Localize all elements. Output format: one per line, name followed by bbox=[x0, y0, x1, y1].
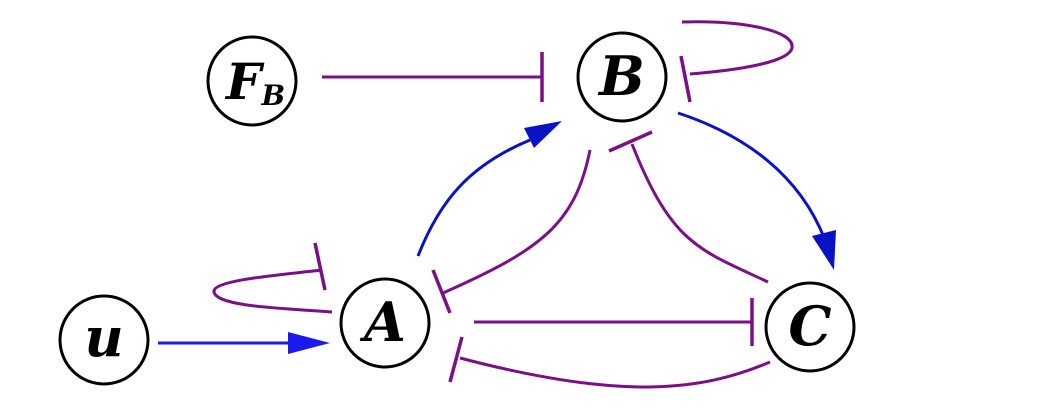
edge-b-activates-c bbox=[677, 111, 836, 270]
edge-a-activates-b bbox=[416, 121, 562, 257]
edge-fb-inhibits-b bbox=[322, 52, 544, 102]
edge-b-c-line bbox=[677, 111, 827, 241]
node-a-label: A bbox=[359, 290, 406, 354]
node-a-circle bbox=[339, 277, 431, 369]
node-fb-main: F bbox=[224, 52, 265, 111]
edge-a-self-bar bbox=[313, 242, 327, 291]
node-a: A bbox=[339, 277, 431, 369]
edge-a-b-line bbox=[416, 138, 531, 257]
edge-b-a-line bbox=[442, 149, 592, 295]
edge-c-b-line bbox=[630, 143, 769, 284]
node-fb-circle bbox=[206, 35, 298, 127]
edge-c-a-bar bbox=[448, 336, 464, 383]
node-c: C bbox=[764, 281, 856, 373]
edge-u-a-arrowhead bbox=[288, 332, 330, 354]
edge-c-inhibits-b bbox=[608, 130, 769, 284]
edge-u-activates-a bbox=[158, 332, 330, 354]
node-fb-subscript: B bbox=[261, 79, 286, 112]
edge-b-self-line bbox=[681, 20, 794, 76]
edge-c-b-bar bbox=[608, 130, 653, 153]
edge-c-a-line bbox=[459, 356, 771, 389]
node-c-circle bbox=[764, 281, 856, 373]
edge-b-inhibits-a bbox=[431, 149, 592, 314]
edge-b-self-inhibition bbox=[679, 20, 794, 103]
node-b-label: B bbox=[597, 44, 645, 108]
node-u: u bbox=[58, 294, 150, 386]
edge-b-self-bar bbox=[679, 55, 692, 103]
node-fb: FB bbox=[206, 35, 298, 127]
node-b: B bbox=[576, 31, 668, 123]
edge-b-c-arrowhead bbox=[812, 230, 836, 270]
edge-a-self-line bbox=[212, 268, 333, 314]
node-c-label: C bbox=[789, 294, 832, 358]
node-u-circle bbox=[58, 294, 150, 386]
node-u-label: u bbox=[84, 305, 123, 369]
edge-c-inhibits-a bbox=[448, 336, 771, 389]
edge-a-self-inhibition bbox=[212, 242, 333, 314]
edge-a-b-arrowhead bbox=[524, 121, 562, 148]
edge-b-a-bar bbox=[431, 269, 452, 314]
node-fb-label: FB bbox=[224, 52, 285, 112]
node-b-circle bbox=[576, 31, 668, 123]
edge-a-inhibits-c bbox=[474, 298, 754, 346]
